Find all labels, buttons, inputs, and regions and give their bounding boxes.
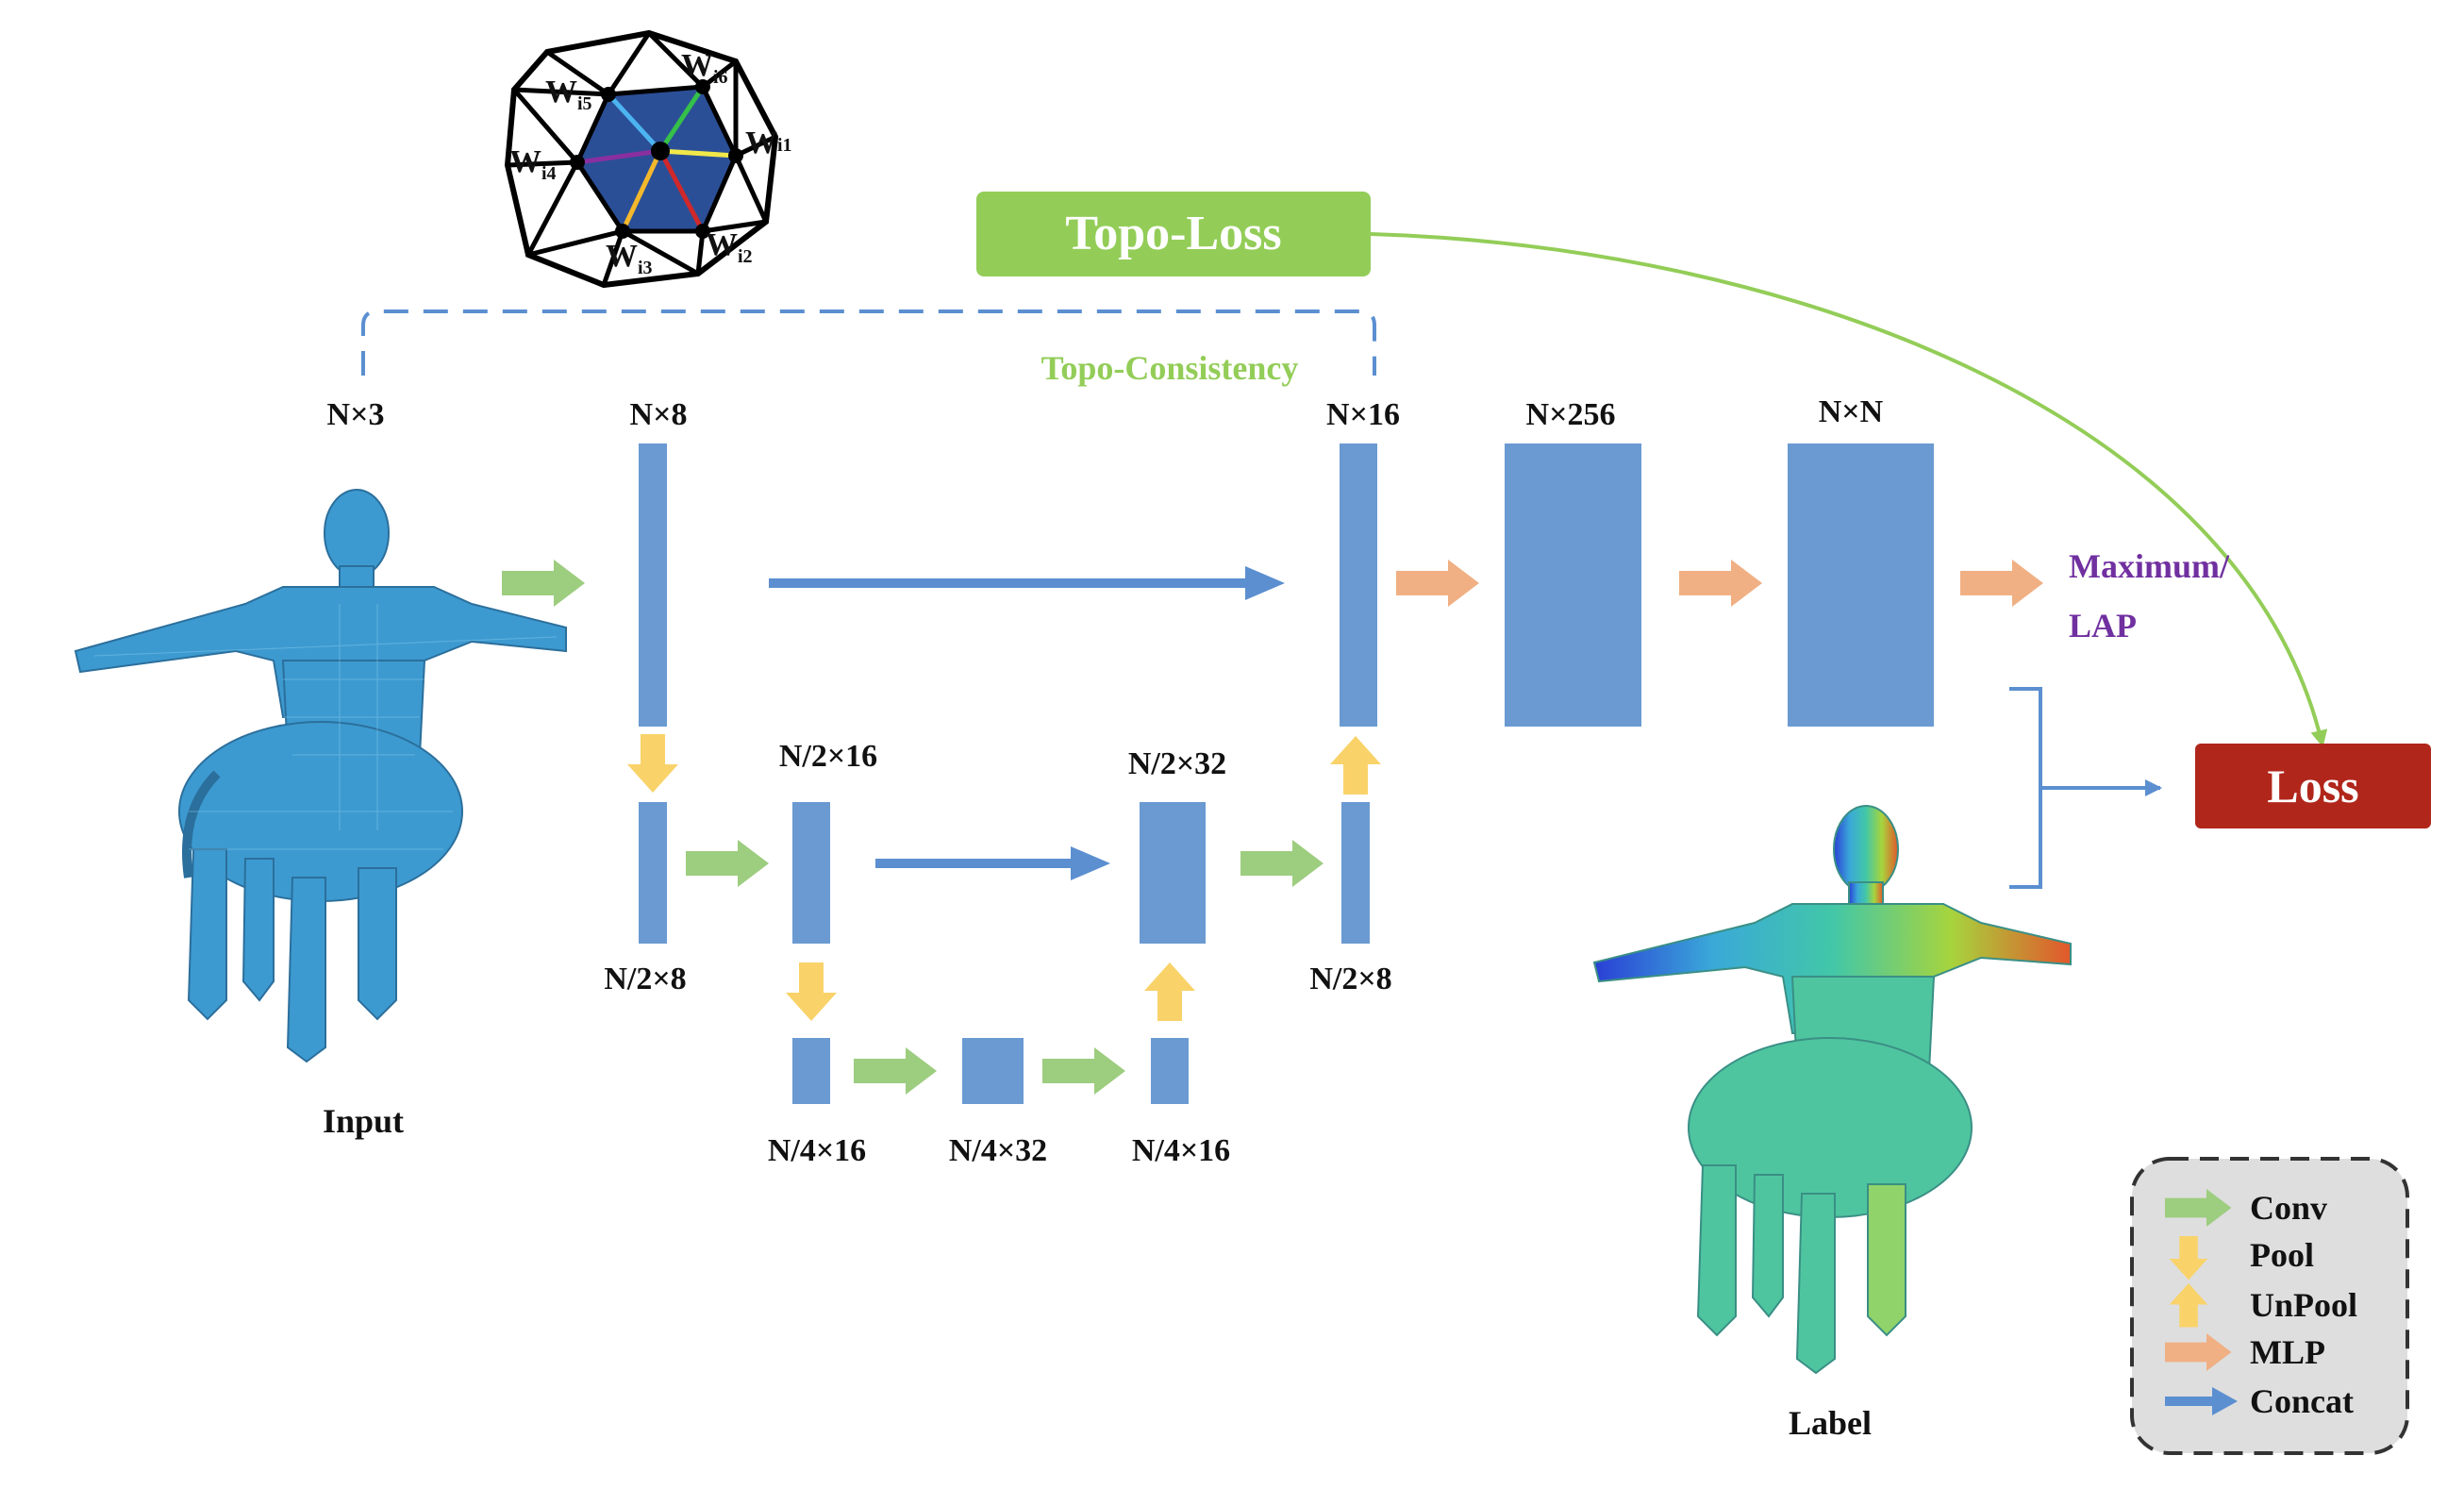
mesh-neighborhood-figure: Wi6 Wi5 Wi1 Wi4 Wi3 Wi2 (504, 29, 792, 289)
weight-label-2: W (706, 227, 738, 262)
dim-label-n4x16-right: N/4×16 (1132, 1133, 1230, 1168)
dim-label-nx16: N×16 (1326, 397, 1400, 432)
block-n2x16 (792, 802, 830, 944)
legend-item-pool: Pool (2169, 1236, 2314, 1280)
block-n2x8-left (639, 802, 667, 944)
maximum-label: Maximum/ (2069, 547, 2230, 585)
dim-label-nxn: N×N (1819, 394, 1884, 429)
legend-item-mlp: MLP (2165, 1333, 2325, 1371)
topo-loss-box (976, 192, 1371, 276)
unpool-arrow-1 (1144, 962, 1195, 1021)
svg-text:Concat: Concat (2250, 1382, 2354, 1420)
svg-text:Wi5: Wi5 (545, 75, 592, 114)
legend-box (2130, 1157, 2409, 1455)
weight-label-4: W (509, 144, 541, 179)
block-n2x8-right (1341, 802, 1370, 944)
block-nxn (1788, 443, 1934, 727)
legend-item-concat: Concat (2165, 1382, 2354, 1420)
loss-bracket (2009, 687, 2160, 889)
weight-label-6: W (681, 48, 713, 83)
conv-arrow-level3-a (854, 1047, 937, 1095)
block-nx8 (639, 443, 667, 727)
dim-label-n2x8-left: N/2×8 (604, 962, 686, 996)
input-label: Input (323, 1102, 404, 1140)
lap-label: LAP (2069, 607, 2137, 644)
dim-label-n2x32: N/2×32 (1128, 746, 1226, 781)
input-mesh-wireframe (93, 604, 558, 850)
legend-item-conv: Conv (2165, 1189, 2327, 1227)
conv-arrow-input (502, 560, 585, 607)
dim-label-n4x16-left: N/4×16 (768, 1133, 866, 1168)
dim-label-nx256: N×256 (1526, 397, 1616, 432)
svg-text:UnPool: UnPool (2250, 1286, 2357, 1324)
topo-loss-label: Topo-Loss (1065, 207, 1281, 260)
block-nx16 (1340, 443, 1377, 727)
block-nx256 (1505, 443, 1641, 727)
dim-label-n2x16: N/2×16 (779, 739, 877, 774)
concat-legend-icon (2165, 1387, 2238, 1415)
mlp-legend-icon (2165, 1333, 2232, 1371)
svg-text:Wi2: Wi2 (706, 227, 753, 267)
conv-arrow-level2-a (686, 840, 769, 887)
pool-arrow-2 (786, 962, 837, 1021)
svg-text:Pool: Pool (2250, 1236, 2314, 1274)
mlp-arrow-2 (1679, 560, 1762, 607)
input-centaur-mesh (74, 489, 567, 1063)
pool-legend-icon (2169, 1236, 2208, 1280)
weight-label-5: W (545, 75, 577, 109)
svg-text:Conv: Conv (2250, 1189, 2327, 1227)
conv-arrow-level2-b (1240, 840, 1324, 887)
conv-legend-icon (2165, 1189, 2232, 1227)
topo-loss-curve (1370, 232, 2328, 747)
svg-text:Wi1: Wi1 (745, 125, 792, 160)
topo-consistency-label: Topo-Consistency (1041, 349, 1299, 387)
svg-text:Wi3: Wi3 (606, 239, 653, 278)
legend-item-unpool: UnPool (2169, 1283, 2357, 1328)
topo-consistency-bracket (361, 310, 1376, 376)
block-n4x16-right (1151, 1038, 1189, 1104)
concat-arrow-middle (875, 846, 1110, 880)
dim-label-n4x32: N/4×32 (949, 1133, 1047, 1168)
weight-label-3: W (606, 239, 638, 274)
dim-label-nx3: N×3 (327, 397, 385, 432)
pool-arrow-1 (627, 734, 678, 793)
weight-label-1: W (745, 125, 777, 160)
block-n4x16-left (792, 1038, 830, 1104)
label-centaur-mesh (1592, 805, 2072, 1034)
loss-label: Loss (2267, 760, 2358, 812)
dim-label-n2x8-right: N/2×8 (1309, 962, 1391, 996)
conv-arrow-level3-b (1042, 1047, 1125, 1095)
legend: Conv Pool UnPool MLP Concat (2165, 1189, 2357, 1420)
label-centaur-body (1688, 976, 1973, 1375)
label-label: Label (1789, 1404, 1872, 1442)
unpool-legend-icon (2169, 1283, 2208, 1328)
unpool-arrow-2 (1330, 736, 1381, 795)
svg-text:Wi6: Wi6 (681, 48, 728, 88)
dim-label-nx8: N×8 (630, 397, 688, 432)
block-n2x32 (1140, 802, 1206, 944)
svg-text:Wi4: Wi4 (509, 144, 557, 184)
mlp-arrow-3 (1960, 560, 2043, 607)
svg-text:MLP: MLP (2250, 1333, 2325, 1371)
concat-arrow-top (769, 566, 1285, 600)
mlp-arrow-1 (1396, 560, 1479, 607)
loss-box (2195, 744, 2431, 828)
block-n4x32 (962, 1038, 1024, 1104)
